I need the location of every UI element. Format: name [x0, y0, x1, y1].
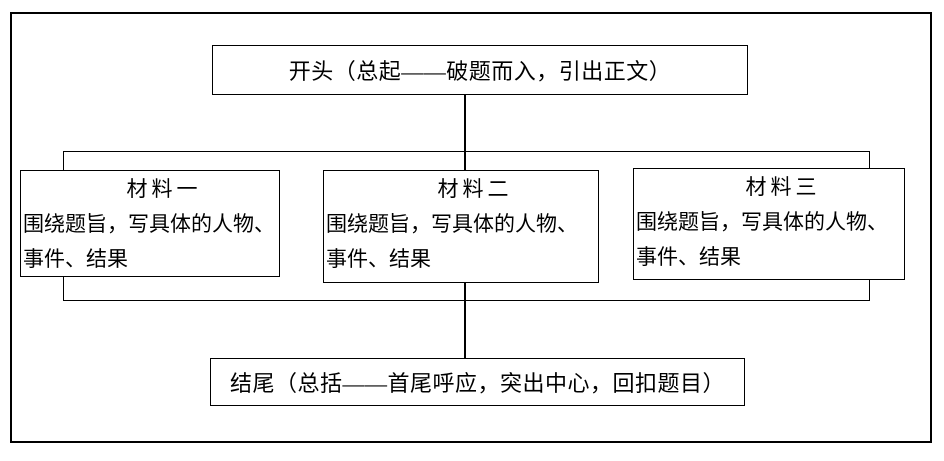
closing-box: 结尾（总括——首尾呼应，突出中心，回扣题目）	[210, 358, 745, 406]
connector-top-line	[464, 94, 466, 171]
outer-border	[10, 12, 932, 443]
material-box-2: 材料二 围绕题旨，写具体的人物、 事件、结果	[323, 170, 599, 283]
material-1-body-line-2: 事件、结果	[23, 247, 128, 271]
connector-bottom-line	[464, 282, 466, 359]
material-box-1: 材料一 围绕题旨，写具体的人物、 事件、结果	[20, 170, 280, 277]
material-1-title: 材料一	[126, 177, 202, 201]
closing-box-label: 结尾（总括——首尾呼应，突出中心，回扣题目）	[229, 371, 725, 396]
material-3-body-line-1: 围绕题旨，写具体的人物、	[636, 210, 888, 234]
material-2-body-line-1: 围绕题旨，写具体的人物、	[326, 212, 578, 236]
material-2-title: 材料二	[437, 177, 513, 201]
material-2-body-line-2: 事件、结果	[326, 247, 431, 271]
material-3-title: 材料三	[745, 175, 821, 199]
material-box-3: 材料三 围绕题旨，写具体的人物、 事件、结果	[633, 168, 905, 280]
material-3-body-line-2: 事件、结果	[636, 245, 741, 269]
opening-box: 开头（总起——破题而入，引出正文）	[212, 45, 748, 95]
opening-box-label: 开头（总起——破题而入，引出正文）	[288, 59, 672, 84]
material-1-body-line-1: 围绕题旨，写具体的人物、	[23, 212, 275, 236]
